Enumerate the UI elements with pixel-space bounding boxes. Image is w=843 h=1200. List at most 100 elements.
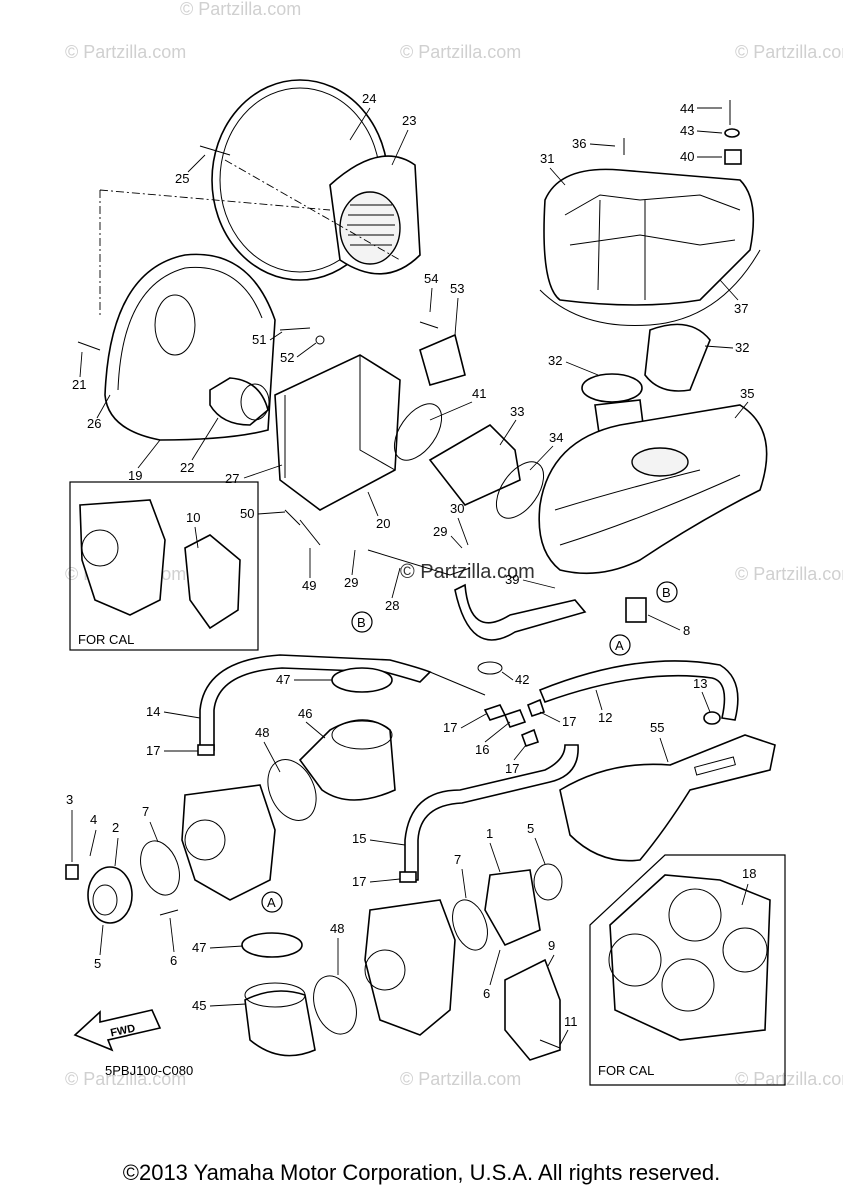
part-17-clip bbox=[197, 744, 215, 756]
ref-circle bbox=[351, 611, 373, 633]
part-5-ring bbox=[533, 863, 563, 901]
callout: 17 bbox=[562, 714, 576, 729]
callout: 24 bbox=[362, 91, 376, 106]
part-15-shape bbox=[404, 744, 579, 881]
circle-refs: A B B A bbox=[261, 581, 678, 913]
part-32-ring bbox=[581, 373, 643, 403]
callout: 25 bbox=[175, 171, 189, 186]
watermark-center: © Partzilla.com bbox=[400, 561, 535, 583]
fwd-label: FWD bbox=[109, 1023, 136, 1040]
part-23-filter bbox=[339, 191, 401, 265]
part-17-clip bbox=[520, 728, 540, 748]
callout: 23 bbox=[402, 113, 416, 128]
diagram-code: 5PBJ100-C080 bbox=[105, 1063, 193, 1078]
ref-circle-label: B bbox=[357, 615, 366, 630]
part-48-lower bbox=[313, 975, 357, 1035]
callout: 6 bbox=[170, 953, 177, 968]
part-25-shape bbox=[199, 145, 231, 156]
part-6-shape bbox=[159, 909, 179, 916]
part-46-mouth bbox=[331, 720, 393, 750]
part-10-shape bbox=[184, 534, 241, 630]
part-18-hole bbox=[661, 958, 715, 1012]
leader bbox=[450, 535, 463, 549]
part-5-shape bbox=[92, 884, 118, 916]
leader bbox=[257, 511, 286, 515]
part-54-shape bbox=[419, 321, 439, 329]
part-18-hole bbox=[668, 888, 722, 942]
ref-circle-label: B bbox=[662, 585, 671, 600]
callout: 8 bbox=[683, 623, 690, 638]
part-21-shape bbox=[77, 341, 101, 351]
callout: 2 bbox=[112, 820, 119, 835]
carburetor-right bbox=[364, 899, 456, 1036]
leader bbox=[741, 883, 749, 906]
leader bbox=[349, 107, 371, 141]
leader bbox=[169, 917, 175, 953]
inset-box bbox=[69, 481, 259, 651]
ref-circle-label: A bbox=[267, 895, 276, 910]
part-hose-shape bbox=[454, 583, 587, 641]
callout: 43 bbox=[680, 123, 694, 138]
callout: 30 bbox=[450, 501, 464, 516]
part-12-shape bbox=[538, 660, 739, 721]
callout: 46 bbox=[298, 706, 312, 721]
part-51-shape bbox=[279, 327, 311, 331]
part-22-mouth bbox=[240, 383, 270, 421]
callout: 7 bbox=[142, 804, 149, 819]
leader bbox=[696, 130, 723, 134]
callout: 17 bbox=[505, 761, 519, 776]
callout: 15 bbox=[352, 831, 366, 846]
leader bbox=[595, 689, 603, 711]
callout: 4 bbox=[90, 812, 97, 827]
watermark: © Partzilla.com bbox=[735, 1069, 843, 1089]
part-42-shape bbox=[477, 661, 503, 675]
callout: 37 bbox=[734, 301, 748, 316]
fwd-arrow-icon bbox=[73, 1009, 162, 1052]
part-7-clamp bbox=[452, 899, 488, 951]
carburetor-left-bore bbox=[184, 819, 226, 861]
leader bbox=[243, 464, 283, 479]
part-34-shape bbox=[495, 461, 545, 519]
callout: 5 bbox=[94, 956, 101, 971]
part-45-shape bbox=[244, 990, 316, 1057]
leader bbox=[460, 713, 487, 729]
callout: 47 bbox=[276, 672, 290, 687]
callout: 26 bbox=[87, 416, 101, 431]
part-45-mouth bbox=[244, 982, 306, 1008]
leader bbox=[269, 331, 283, 341]
leader bbox=[163, 711, 201, 719]
part-17-clip bbox=[399, 871, 417, 883]
leader bbox=[296, 342, 317, 358]
ref-circle-label: A bbox=[615, 638, 624, 653]
watermark: © Partzilla.com bbox=[400, 42, 521, 62]
part-23-pleats bbox=[347, 204, 395, 246]
leader bbox=[391, 567, 401, 599]
leader bbox=[539, 711, 561, 723]
leader bbox=[454, 297, 459, 336]
callouts: 24 23 25 44 43 36 40 31 37 54 53 51 52 2… bbox=[66, 91, 756, 1046]
callout: 53 bbox=[450, 281, 464, 296]
part-46-shape bbox=[298, 719, 396, 801]
leader bbox=[305, 721, 326, 739]
part-18-hole bbox=[722, 927, 768, 973]
leader bbox=[367, 491, 379, 517]
carburetor-bore bbox=[81, 529, 119, 567]
callout: 14 bbox=[146, 704, 160, 719]
leader bbox=[701, 691, 711, 713]
callout: 1 bbox=[486, 826, 493, 841]
leader bbox=[499, 419, 517, 446]
leader bbox=[704, 345, 734, 349]
part-47-shape bbox=[331, 667, 393, 693]
part-52-shape bbox=[315, 335, 325, 345]
callout: 3 bbox=[66, 792, 73, 807]
callout: 9 bbox=[548, 938, 555, 953]
carburetor-right-bore bbox=[364, 949, 406, 991]
part-22-shape bbox=[209, 377, 269, 426]
callout: 45 bbox=[192, 998, 206, 1013]
part-3-shape bbox=[65, 864, 79, 880]
callout: 17 bbox=[352, 874, 366, 889]
leader bbox=[534, 837, 546, 865]
watermark: © Partzilla.com bbox=[180, 0, 301, 19]
callout: 18 bbox=[742, 866, 756, 881]
